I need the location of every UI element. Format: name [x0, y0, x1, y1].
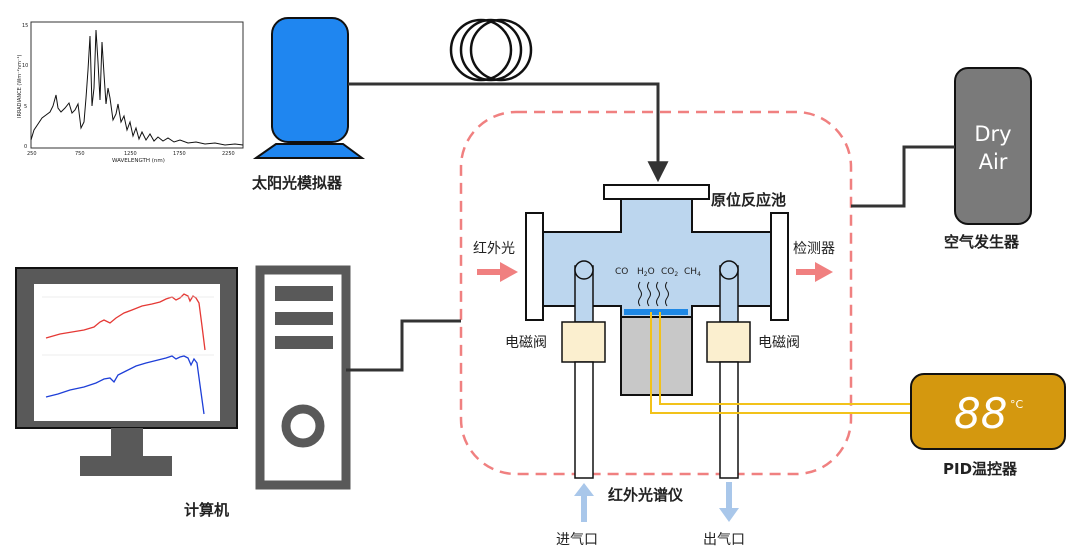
- arrow-icon: [477, 262, 518, 282]
- gas-species-labels: CO H2O CO2 CH4: [615, 267, 701, 278]
- outlet-tube: [706, 260, 751, 479]
- valve-right-label: 电磁阀: [758, 335, 800, 351]
- plot-frame: [30, 21, 244, 149]
- plot-x-tick: 1250: [124, 151, 137, 157]
- plot-y-axis-label: IRRADIANCE (Wm⁻²nm⁻¹): [17, 55, 23, 118]
- ir-spectrometer-label: 红外光谱仪: [608, 486, 684, 504]
- monitor-stand: [80, 456, 172, 476]
- power-button: [281, 404, 325, 448]
- arrow-icon: [796, 262, 833, 282]
- plot-x-tick: 2250: [222, 151, 235, 157]
- detector-label: 检测器: [793, 241, 835, 257]
- gas-ch4: CH4: [684, 267, 701, 278]
- valve-right: [706, 321, 751, 363]
- monitor-neck: [111, 428, 143, 456]
- gas-co2: CO2: [661, 267, 678, 278]
- fiber-coil-icon: [449, 18, 533, 82]
- valve-left: [561, 321, 606, 363]
- thermocouple-wires: [650, 312, 912, 414]
- cell-window-right: [770, 212, 789, 321]
- in-situ-cell: 原位反应池: [525, 184, 789, 321]
- in-situ-cell-label: 原位反应池: [711, 191, 786, 209]
- pid-body: [910, 373, 1066, 450]
- sample-layer: [624, 309, 688, 315]
- cell-window-left: [525, 212, 544, 321]
- plot-y-tick: 15: [22, 23, 28, 29]
- plot-x-axis-label: WAVELENGTH (nm): [112, 158, 165, 164]
- air-generator: Dry Air 空气发生器: [944, 67, 1032, 251]
- heater-block: [620, 316, 693, 396]
- plot-x-tick: 1750: [173, 151, 186, 157]
- gas-inlet-label: 进气口: [556, 532, 598, 548]
- gas-co: CO: [615, 267, 628, 277]
- infrared-in-label: 红外光: [473, 241, 515, 257]
- computer-monitor: 计算机: [15, 267, 238, 519]
- pid-controller-label: PID温控器: [943, 460, 1018, 478]
- tower-case: [255, 265, 351, 490]
- data-cable: [346, 319, 461, 372]
- arrow-icon: [719, 482, 739, 522]
- computer-label: 计算机: [184, 501, 229, 519]
- pid-controller: 88 °C PID温控器: [910, 373, 1066, 478]
- plot-y-tick: 0: [24, 144, 27, 150]
- screen-gridlines: [42, 296, 214, 356]
- plot-y-tick: 5: [24, 104, 27, 110]
- spectrum-curve: [30, 29, 244, 146]
- air-generator-body: [954, 67, 1032, 225]
- screen-plot-blue: [45, 355, 205, 415]
- cell-window-top: [603, 184, 710, 200]
- plot-x-tick: 250: [27, 151, 37, 157]
- dry-air-line2: Air: [979, 150, 1008, 174]
- monitor-screen: [34, 284, 220, 421]
- gas-outlet-label: 出气口: [703, 532, 745, 548]
- solar-simulator: 太阳光模拟器: [252, 17, 366, 192]
- dry-air-line1: Dry: [974, 122, 1011, 146]
- plot-y-tick: 10: [22, 63, 28, 69]
- air-generator-label: 空气发生器: [944, 233, 1020, 251]
- gas-h2o: H2O: [637, 267, 655, 278]
- computer-tower: [255, 265, 351, 490]
- valve-left-label: 电磁阀: [505, 335, 547, 351]
- solar-simulator-body: [271, 17, 349, 143]
- solar-simulator-label: 太阳光模拟器: [252, 174, 343, 192]
- solar-simulator-base: [252, 143, 366, 159]
- air-line: [851, 145, 955, 208]
- solar-spectrum-plot: IRRADIANCE (Wm⁻²nm⁻¹) 0 5 10 15 250 750 …: [17, 21, 244, 164]
- plot-x-tick: 750: [75, 151, 85, 157]
- fiber-to-cell-arrow: [463, 82, 669, 183]
- arrow-icon: [574, 483, 594, 522]
- inlet-tube: [561, 260, 606, 479]
- gas-wavy-lines: [638, 281, 669, 307]
- pid-display: 88: [954, 389, 1007, 438]
- pid-unit: °C: [1010, 398, 1024, 411]
- ir-spectrometer-boundary: [459, 110, 853, 476]
